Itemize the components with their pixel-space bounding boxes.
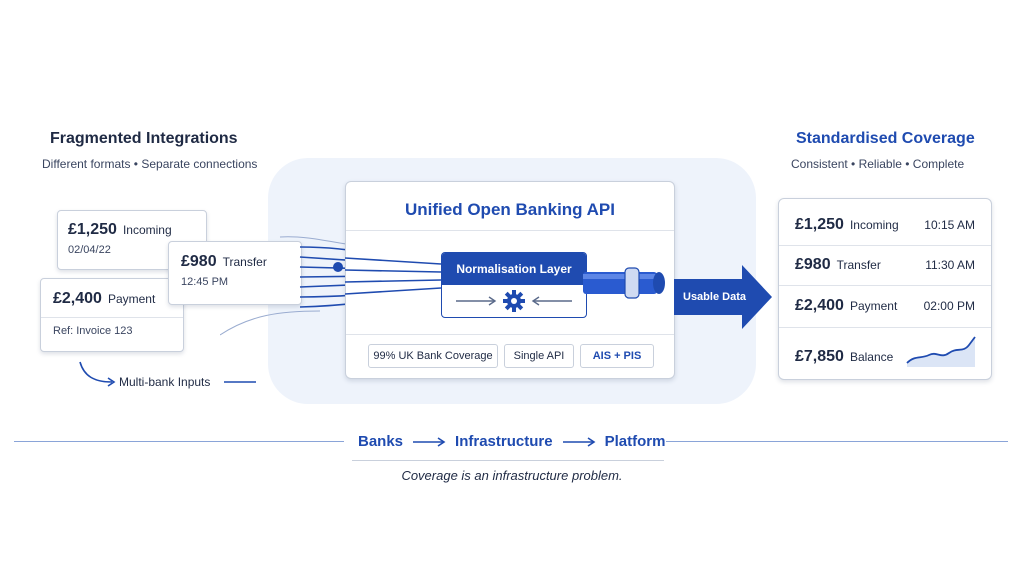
input-card-transfer: £980 Transfer 12:45 PM [168,241,302,305]
card-detail: Ref: Invoice 123 [53,325,133,337]
card-label: Incoming [122,223,172,237]
left-subtitle: Different formats • Separate connections [42,157,258,171]
arrow-right-icon [674,265,772,329]
card-detail: 02/04/22 [68,244,111,256]
row-amount: £980 [795,256,831,273]
standardised-output-card: £1,250 Incoming 10:15 AM £980 Transfer 1… [778,198,992,380]
multi-bank-arrow-icon [79,361,256,387]
tagline-divider [352,460,664,461]
gear-icon [456,290,572,312]
usable-data-label: Usable Data [683,291,746,303]
card-label: Payment [107,292,156,306]
row-time: 11:30 AM [925,258,975,272]
output-row: £2,400 Payment 02:00 PM [795,296,975,316]
flow-divider-right [666,441,1008,442]
card-label: Transfer [222,255,267,269]
card-amount: £980 [181,253,217,270]
api-title: Unified Open Banking API [405,200,615,219]
arrow-right-icon [562,436,596,447]
tagline: Coverage is an infrastructure problem. [401,468,623,483]
normalisation-layer-title: Normalisation Layer [442,253,586,285]
flow-step-infrastructure: Infrastructure [455,433,553,450]
row-time: 10:15 AM [924,218,975,232]
arrow-right-icon [413,436,446,447]
row-amount: £1,250 [795,216,844,233]
feature-ais-pis: AIS + PIS [580,344,654,368]
right-title: Standardised Coverage [796,130,975,147]
feature-coverage: 99% UK Bank Coverage [368,344,498,368]
card-amount: £1,250 [68,221,117,238]
row-amount: £2,400 [795,297,844,314]
card-detail: 12:45 PM [181,276,229,288]
flow-steps: Banks Infrastructure Platform [358,433,665,450]
right-subtitle: Consistent • Reliable • Complete [791,157,965,171]
inner-connectors [345,257,442,295]
balance-amount: £7,850 [795,348,844,365]
flow-step-platform: Platform [604,433,666,450]
normalisation-layer: Normalisation Layer [441,252,587,318]
card-amount: £2,400 [53,290,102,307]
flow-step-banks: Banks [358,433,404,450]
balance-label: Balance [849,350,894,364]
row-label: Incoming [849,218,899,232]
row-label: Payment [849,299,898,313]
row-label: Transfer [836,258,881,272]
row-time: 02:00 PM [923,299,975,313]
left-title: Fragmented Integrations [50,130,238,147]
output-row: £1,250 Incoming 10:15 AM [795,215,975,235]
output-row: £980 Transfer 11:30 AM [795,255,975,275]
input-card-payment: £2,400 Payment Ref: Invoice 123 [40,278,184,352]
feature-single-api: Single API [504,344,574,368]
sparkline-icon [906,336,976,367]
balance-row: £7,850 Balance [795,347,975,367]
flow-divider-left [14,441,344,442]
data-pipe-icon [583,267,665,299]
multi-bank-inputs-label: Multi-bank Inputs [119,375,211,389]
